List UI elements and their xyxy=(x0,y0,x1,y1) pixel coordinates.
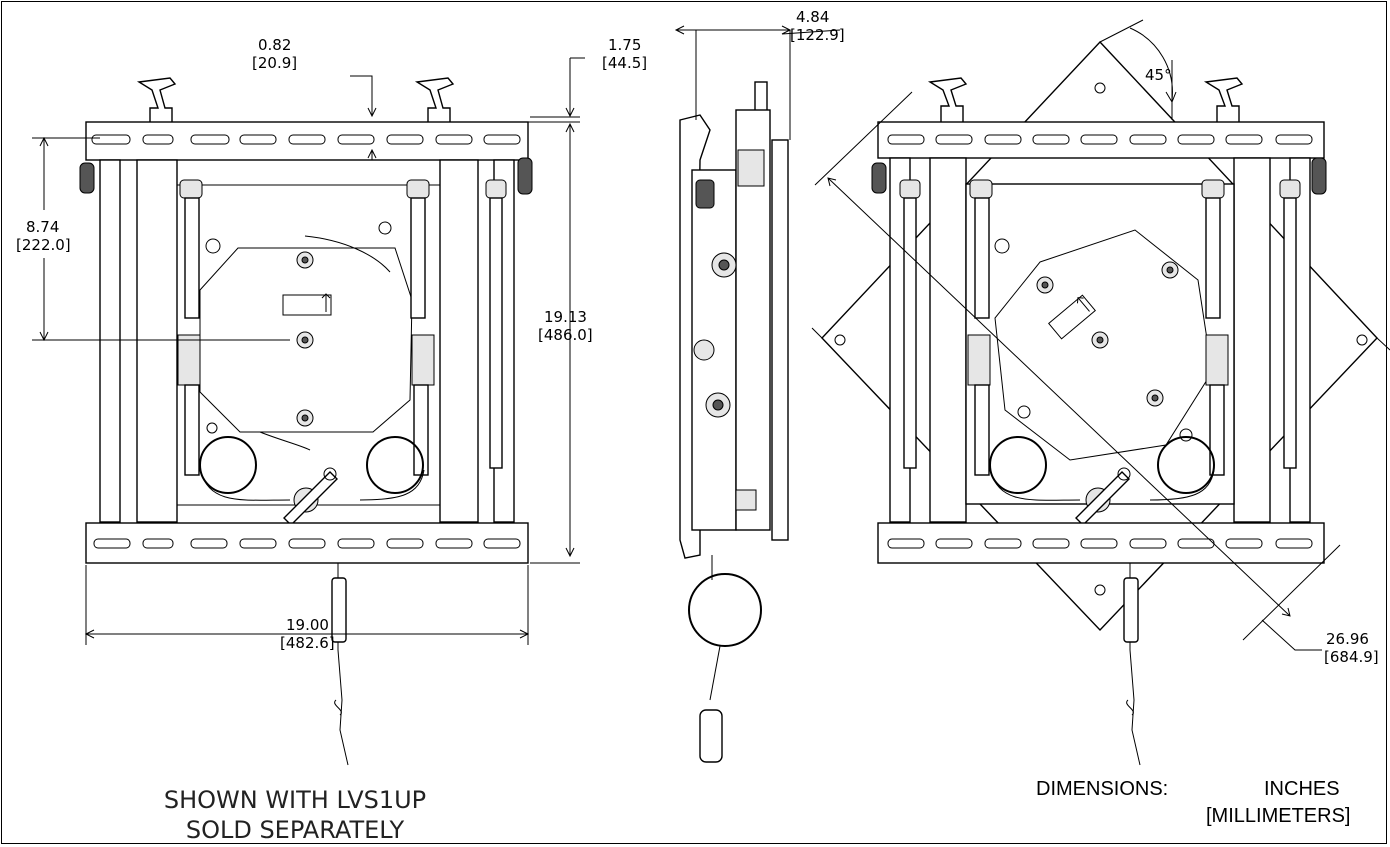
dim-side-depth-mm: [122.9] xyxy=(790,26,845,44)
dim-overall-height-in: 19.13 xyxy=(544,308,587,326)
rotated-tube-loop-left xyxy=(989,436,1047,494)
dim-top-height-mm: [44.5] xyxy=(602,54,647,72)
front-lever-left xyxy=(136,77,177,125)
front-column-right xyxy=(439,159,479,523)
rotated-actuator-right xyxy=(1201,179,1229,476)
front-arc-slot-bottom xyxy=(259,431,311,451)
dim-top-offset-mm: [20.9] xyxy=(252,54,297,72)
side-cable-loop xyxy=(688,573,762,647)
rotated-top-rail-slots xyxy=(887,134,1313,145)
front-octagon-cutout xyxy=(199,247,413,433)
front-cable-coil xyxy=(331,577,347,643)
front-bottom-rail xyxy=(85,522,529,564)
side-cable-tag xyxy=(699,709,723,763)
rotated-angle-arc xyxy=(1129,27,1173,101)
front-side-rail-left xyxy=(99,159,121,523)
rotated-release-handle xyxy=(1075,467,1131,526)
rotated-bottom-rail xyxy=(877,522,1325,564)
dim-diagonal-in: 26.96 xyxy=(1326,630,1369,648)
dim-side-depth-in: 4.84 xyxy=(796,8,829,26)
front-bottom-rail-slots xyxy=(93,538,521,549)
rotated-tube-loop-right xyxy=(1157,436,1215,494)
side-view xyxy=(674,25,841,763)
units-legend-primary: INCHES xyxy=(1264,778,1340,800)
front-actuator-outer-right xyxy=(485,179,507,469)
dim-top-height-in: 1.75 xyxy=(608,36,641,54)
rotated-tube-line xyxy=(989,469,1215,501)
front-arc-slot-top xyxy=(304,235,391,273)
dim-overall-width-mm: [482.6] xyxy=(280,634,335,652)
rotated-knob-right xyxy=(1311,157,1327,195)
dim-rotation-angle: 45° xyxy=(1145,66,1172,84)
rotated-product-label xyxy=(1048,294,1096,340)
front-dim-lines xyxy=(32,57,585,645)
front-product-label xyxy=(282,294,332,316)
front-lever-right xyxy=(414,77,455,125)
front-release-handle xyxy=(283,467,338,526)
rotated-actuator-outer xyxy=(899,179,1301,469)
rotated-column-left xyxy=(929,157,967,523)
side-details xyxy=(693,149,765,511)
rotated-diagonal-line xyxy=(827,177,1291,617)
front-tube-loop-left xyxy=(199,436,257,494)
rotated-lever-left xyxy=(927,77,968,125)
front-actuator-right xyxy=(406,179,435,476)
dim-overall-height-mm: [486.0] xyxy=(538,326,593,344)
units-legend-label: DIMENSIONS: xyxy=(1036,778,1168,800)
side-cable-lower xyxy=(709,645,721,701)
rotated-actuator-left xyxy=(967,179,993,476)
front-tube-loop-right xyxy=(366,436,424,494)
side-dim-line xyxy=(674,25,841,35)
front-top-rail xyxy=(85,121,529,161)
note-shown-with: SHOWN WITH LVS1UP xyxy=(164,786,426,814)
rotated-diagonal-extension-bottom xyxy=(1242,337,1390,641)
rotated-view xyxy=(811,19,1390,766)
rotated-column-right xyxy=(1233,157,1271,523)
front-label-arrow-icon xyxy=(321,293,331,312)
rotated-diagonal-extension-top xyxy=(811,91,913,339)
side-front-plate xyxy=(771,139,789,541)
units-legend-secondary: [MILLIMETERS] xyxy=(1206,805,1350,827)
note-sold-separately: SOLD SEPARATELY xyxy=(186,816,405,844)
dim-top-offset-in: 0.82 xyxy=(258,36,291,54)
rotated-diagonal-leader xyxy=(1261,619,1322,651)
front-column-left xyxy=(136,159,178,523)
rotated-top-rail xyxy=(877,121,1325,159)
rotated-holes xyxy=(994,238,1193,442)
rotated-cable-coil xyxy=(1123,577,1139,643)
side-dim-extension xyxy=(695,30,791,140)
front-tube-line xyxy=(199,469,425,501)
dim-diagonal-mm: [684.9] xyxy=(1324,648,1379,666)
front-knob-right xyxy=(517,157,533,195)
rotated-cable-knot xyxy=(1126,699,1134,716)
front-actuator-left xyxy=(177,179,203,476)
front-top-rail-slots xyxy=(91,134,521,145)
front-holes xyxy=(205,221,392,434)
rotated-knob-left xyxy=(871,162,887,194)
dim-center-height-mm: [222.0] xyxy=(16,236,71,254)
rotated-lever-right xyxy=(1203,77,1244,125)
front-cable-knot xyxy=(334,699,342,716)
rotated-angle-arrow xyxy=(1165,91,1177,104)
front-view xyxy=(32,57,585,766)
front-knob-left xyxy=(79,162,95,194)
dim-center-height-in: 8.74 xyxy=(26,218,59,236)
dim-overall-width-in: 19.00 xyxy=(286,616,329,634)
